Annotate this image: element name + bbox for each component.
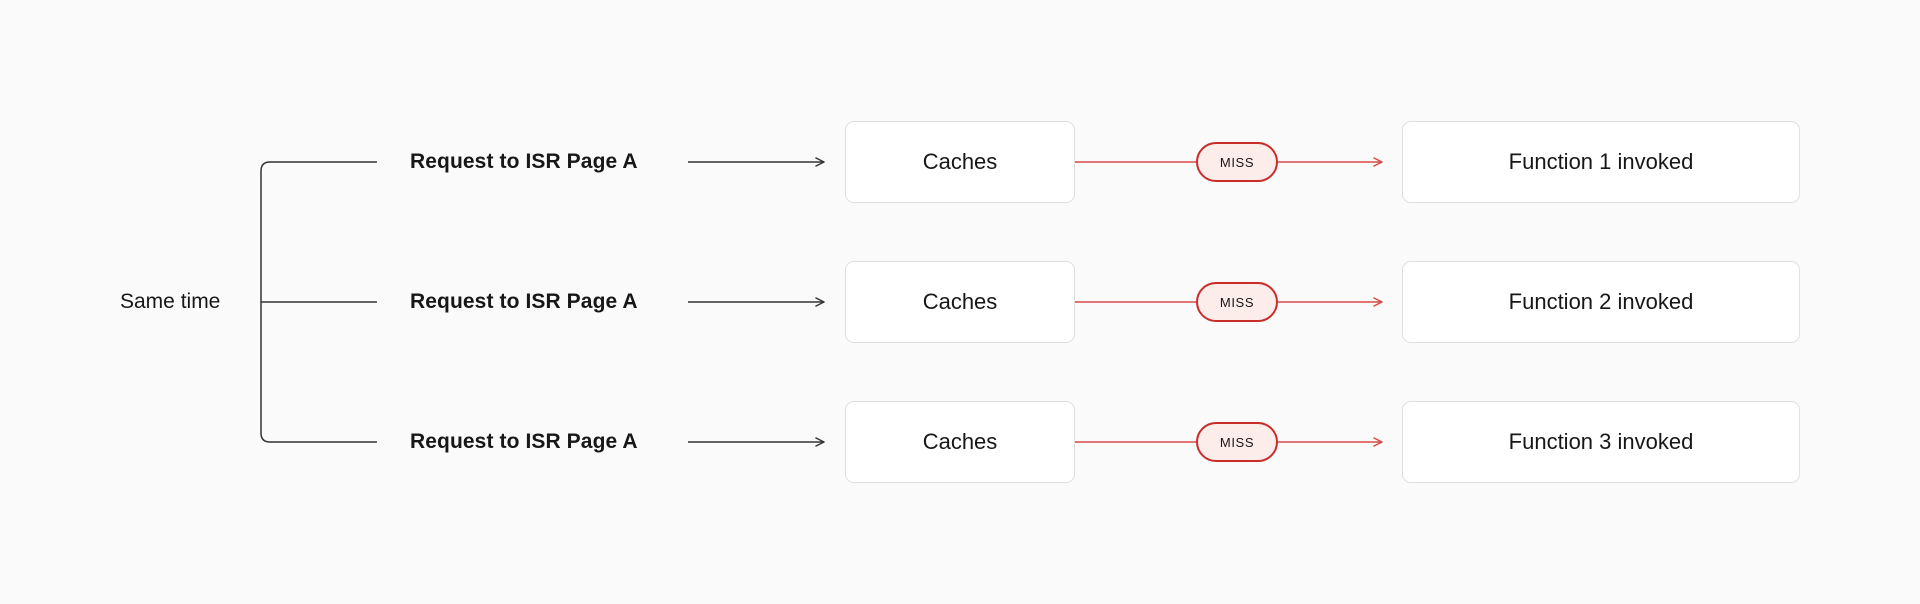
caches-box-3: Caches [845,401,1075,483]
caches-box-label: Caches [922,289,998,314]
caches-box-1: Caches [845,121,1075,203]
miss-badge-3: MISS [1196,422,1278,462]
request-label-3: Request to ISR Page A [410,430,638,453]
caches-box-2: Caches [845,261,1075,343]
miss-badge-label: MISS [1219,294,1255,310]
miss-badge-2: MISS [1196,282,1278,322]
request-label-1: Request to ISR Page A [410,150,638,173]
caches-box-label: Caches [922,429,998,454]
same-time-label: Same time [120,290,221,313]
caches-box-label: Caches [922,149,998,174]
function-box-label: Function 2 invoked [1508,289,1694,314]
function-box-label: Function 3 invoked [1508,429,1694,454]
request-label-2: Request to ISR Page A [410,290,638,313]
function-box-1: Function 1 invoked [1402,121,1800,203]
function-box-3: Function 3 invoked [1402,401,1800,483]
miss-badge-label: MISS [1219,434,1255,450]
miss-badge-label: MISS [1219,154,1255,170]
function-box-label: Function 1 invoked [1508,149,1694,174]
same-time-bracket [260,161,377,443]
miss-badge-1: MISS [1196,142,1278,182]
function-box-2: Function 2 invoked [1402,261,1800,343]
